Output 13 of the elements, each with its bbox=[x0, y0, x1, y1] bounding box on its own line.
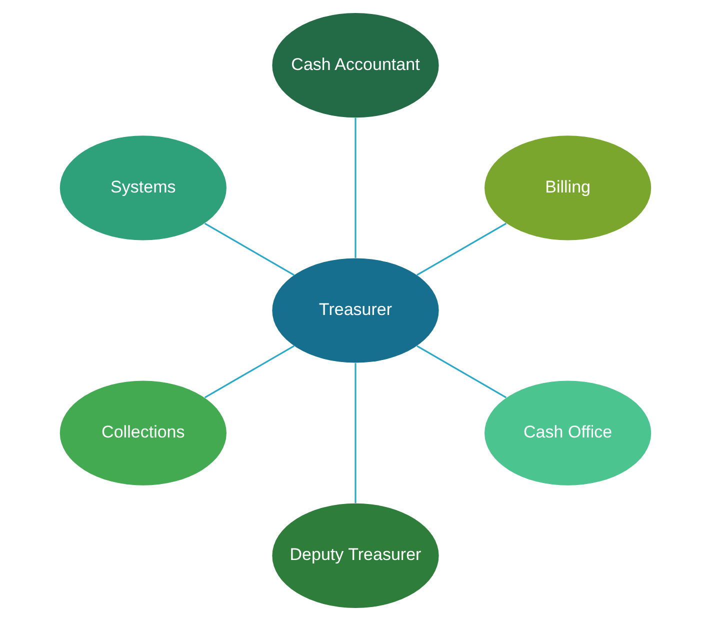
connector bbox=[416, 345, 506, 398]
node-ellipse: Cash Accountant bbox=[272, 13, 438, 118]
node-ellipse: Billing bbox=[484, 136, 651, 240]
node-ellipse: Cash Office bbox=[484, 380, 651, 486]
connector bbox=[354, 118, 356, 258]
node-ellipse: Systems bbox=[59, 136, 226, 240]
node-ellipse: Deputy Treasurer bbox=[272, 503, 438, 608]
connector bbox=[416, 222, 506, 276]
connector bbox=[204, 345, 294, 398]
connector bbox=[354, 363, 356, 504]
node-ellipse: Collections bbox=[59, 380, 226, 486]
connector bbox=[204, 222, 294, 276]
node-ellipse: Treasurer bbox=[272, 258, 438, 363]
